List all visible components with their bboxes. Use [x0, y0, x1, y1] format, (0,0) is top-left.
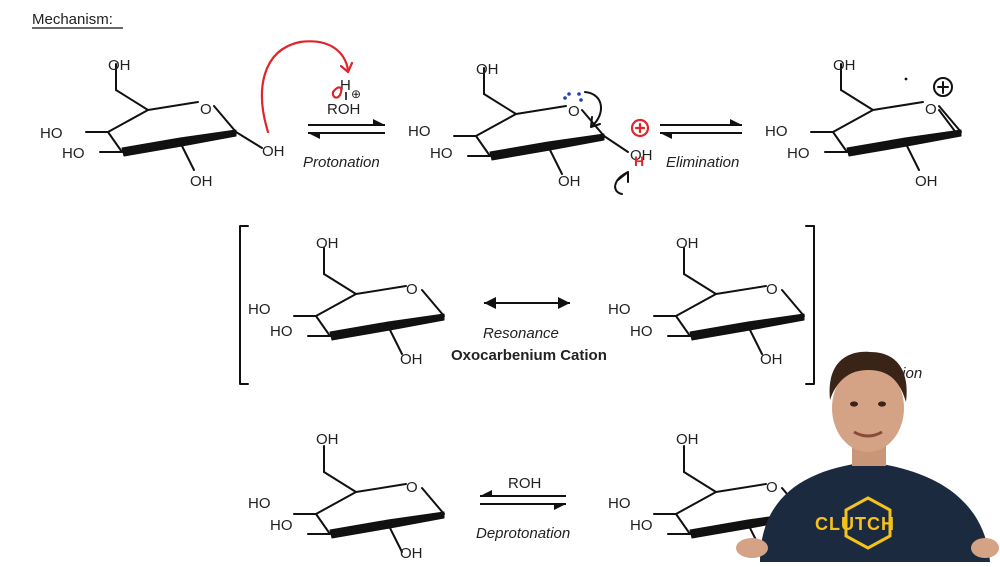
svg-text:OH: OH [400, 545, 423, 562]
svg-text:OH: OH [630, 147, 653, 164]
svg-text:OH: OH [915, 173, 938, 190]
svg-text:HO: HO [408, 123, 431, 140]
label-oh: OH [262, 143, 285, 160]
svg-text:HO: HO [430, 145, 453, 162]
svg-text:HO: HO [270, 323, 293, 340]
equilibrium-arrow-icon [308, 119, 385, 139]
svg-text:HO: HO [608, 495, 631, 512]
equilibrium-arrow-icon [480, 490, 566, 510]
svg-text:O: O [766, 479, 778, 496]
molecule-bottom-right: OH O HO HO [608, 431, 805, 553]
svg-text:OH: OH [400, 351, 423, 368]
molecule-glucose: OH O HO HO OH OH [40, 57, 285, 190]
molecule-protonated: OH O HO HO OH OH [408, 61, 653, 190]
svg-text:OH: OH [316, 431, 339, 448]
svg-text:O: O [568, 103, 580, 120]
svg-text:OH: OH [316, 235, 339, 252]
svg-text:HO: HO [248, 301, 271, 318]
step-protonation: Protonation [303, 154, 380, 171]
svg-text:HO: HO [630, 517, 653, 534]
svg-text:HO: HO [787, 145, 810, 162]
label-oh: OH [108, 57, 131, 74]
shirt-logo-text: CLUTCH [815, 514, 895, 534]
svg-text:HO: HO [765, 123, 788, 140]
equilibrium-arrow-icon [660, 119, 742, 139]
svg-text:HO: HO [608, 301, 631, 318]
step-elimination: Elimination [666, 154, 739, 171]
resonance-arrow-icon [484, 297, 570, 309]
svg-text:OH: OH [676, 431, 699, 448]
step-deprotonation: Deprotonation [476, 525, 570, 542]
molecule-resonance-right: OH O HO HO OH [608, 235, 805, 368]
title-text: Mechanism: [32, 11, 113, 28]
curved-arrow-icon [584, 91, 602, 127]
svg-text:OH: OH [760, 351, 783, 368]
svg-text:O: O [766, 281, 778, 298]
svg-text:O: O [925, 101, 937, 118]
red-h: H [634, 153, 644, 169]
cation-label: Oxocarbenium Cation [451, 347, 607, 364]
svg-text:HO: HO [630, 323, 653, 340]
label-ho: HO [62, 145, 85, 162]
step-resonance: Resonance [483, 325, 559, 342]
reagent-roh: ROH [508, 475, 541, 492]
svg-text:OH: OH [476, 61, 499, 78]
svg-text:OH: OH [558, 173, 581, 190]
svg-text:HO: HO [248, 495, 271, 512]
svg-text:OH: OH [833, 57, 856, 74]
svg-text:OH: OH [676, 235, 699, 252]
molecule-resonance-left: OH O HO HO OH [248, 235, 445, 368]
label-roh: ROH [327, 101, 360, 118]
svg-text:O: O [406, 479, 418, 496]
clutch-logo-icon: CLUTCH [815, 496, 895, 550]
label-oh: OH [190, 173, 213, 190]
svg-text:O: O [406, 281, 418, 298]
plus-charge: ⊕ [351, 87, 361, 101]
curved-arrow-icon [260, 40, 350, 134]
molecule-bottom-left: OH O HO HO OH [248, 431, 445, 562]
label-h: H [340, 77, 351, 94]
svg-text:HO: HO [270, 517, 293, 534]
molecule-oxocarbenium: OH O HO HO OH [765, 57, 962, 190]
presenter-video: CLUTCH [736, 351, 999, 562]
label-o: O [200, 101, 212, 118]
label-ho: HO [40, 125, 63, 142]
